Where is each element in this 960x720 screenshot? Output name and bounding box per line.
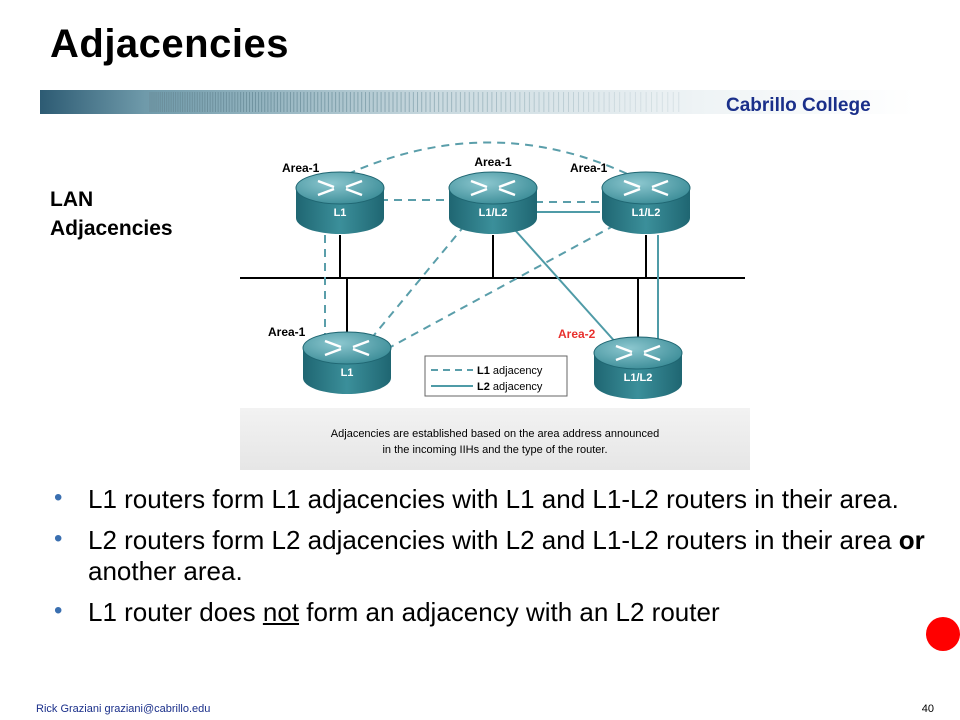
l1-adjacency-link xyxy=(369,224,466,341)
router-area-label: Area-1 xyxy=(282,161,320,175)
bullet-item: • L1 router does not form an adjacency w… xyxy=(52,597,932,628)
legend-l1-bold: L1 xyxy=(477,365,490,377)
lan-label-line1: LAN xyxy=(50,188,94,211)
bullet-text-part: form an adjacency with an L2 router xyxy=(299,597,720,627)
caption-box xyxy=(240,408,750,470)
caption-line1: Adjacencies are established based on the… xyxy=(331,428,659,440)
router-icon: L1 Area-1 xyxy=(268,325,392,394)
slide-title: Adjacencies xyxy=(50,22,289,66)
lan-label: LAN Adjacencies xyxy=(50,185,173,243)
router-role-label: L1/L2 xyxy=(632,207,661,219)
bullet-dot-icon: • xyxy=(54,597,63,624)
legend-l2-bold: L2 xyxy=(477,381,490,393)
adjacency-legend: L1 adjacency L2 adjacency xyxy=(424,355,568,397)
bullet-text-part: another area. xyxy=(88,556,243,586)
router-area-label: Area-2 xyxy=(558,327,596,341)
legend-l1-text: adjacency xyxy=(490,365,543,377)
bullet-dot-icon: • xyxy=(54,484,63,511)
svg-text:L2 adjacency: L2 adjacency xyxy=(477,381,543,393)
bullet-text: L1 routers form L1 adjacencies with L1 a… xyxy=(88,484,899,514)
lan-label-line2: Adjacencies xyxy=(50,217,173,240)
page-number: 40 xyxy=(921,703,934,715)
bullet-dot-icon: • xyxy=(54,525,63,552)
router-icon: L1/L2 Area-1 xyxy=(448,155,538,234)
laser-pointer-dot xyxy=(926,617,960,651)
l1-adjacency-link xyxy=(384,224,616,351)
svg-text:L1 adjacency: L1 adjacency xyxy=(477,365,543,377)
router-area-label: Area-1 xyxy=(570,161,608,175)
router-icon: L1/L2 Area-1 xyxy=(570,161,691,234)
caption-line2: in the incoming IIHs and the type of the… xyxy=(382,444,607,456)
l1-adjacency-link xyxy=(334,141,641,181)
bullet-list: • L1 routers form L1 adjacencies with L1… xyxy=(52,484,932,638)
footer-author: Rick Graziani graziani@cabrillo.edu xyxy=(36,703,211,715)
bullet-item: • L1 routers form L1 adjacencies with L1… xyxy=(52,484,932,515)
router-icon: L1 Area-1 xyxy=(282,161,385,234)
router-role-label: L1/L2 xyxy=(479,207,508,219)
brand-name: Cabrillo College xyxy=(726,95,871,116)
router-role-label: L1 xyxy=(341,367,354,379)
legend-l2-text: adjacency xyxy=(490,381,543,393)
router-area-label: Area-1 xyxy=(474,155,512,169)
adjacency-diagram: L1 adjacency L2 adjacency L1Area-1L1/L2A… xyxy=(240,141,750,470)
router-icon: L1/L2 Area-2 xyxy=(558,327,683,399)
bullet-item: • L2 routers form L2 adjacencies with L2… xyxy=(52,525,932,587)
router-role-label: L1 xyxy=(334,207,347,219)
bullet-emphasis: not xyxy=(262,597,300,627)
header-banner xyxy=(40,90,915,114)
bullet-text-part: L2 routers form L2 adjacencies with L2 a… xyxy=(88,525,899,555)
l2-adjacency-link xyxy=(514,229,619,346)
router-role-label: L1/L2 xyxy=(624,372,653,384)
bullet-text-part: L1 router does xyxy=(88,597,263,627)
router-area-label: Area-1 xyxy=(268,325,306,339)
bullet-emphasis: or xyxy=(898,525,925,555)
